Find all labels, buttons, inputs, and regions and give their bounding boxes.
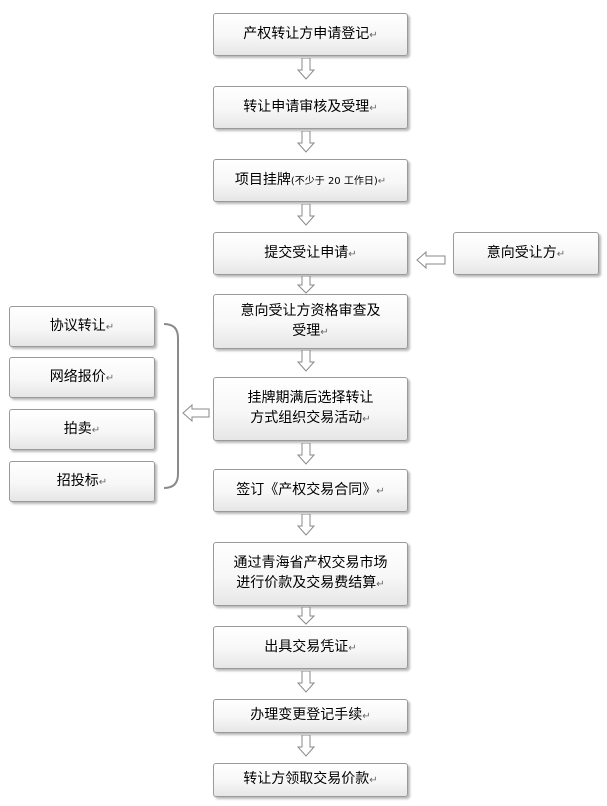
down-arrow-9	[297, 671, 315, 693]
down-arrow-4	[297, 276, 315, 294]
left-arrow-transferee	[416, 251, 446, 269]
down-arrow-2	[297, 131, 315, 153]
paragraph-mark: ↵	[362, 711, 371, 722]
paragraph-mark: ↵	[320, 326, 329, 338]
left-arrow-methods	[182, 404, 210, 422]
down-arrow-6	[297, 443, 315, 465]
paragraph-mark: ↵	[556, 248, 566, 260]
down-arrow-1	[297, 58, 315, 80]
method-online-bid-text: 网络报价	[49, 368, 106, 385]
step-5-box: 意向受让方资格审查及受理↵	[213, 294, 408, 349]
method-tender-text: 招投标	[56, 472, 99, 489]
paragraph-mark: ↵	[348, 642, 357, 654]
step-5-text-line1: 意向受让方资格审查及	[240, 302, 381, 319]
down-arrow-7	[297, 514, 315, 536]
step-8-text-line2: 进行价款及交易费结算	[236, 575, 377, 591]
paragraph-mark: ↵	[105, 321, 115, 333]
paragraph-mark: ↵	[98, 476, 108, 488]
step-2-box: 转让申请审核及受理↵	[213, 86, 408, 129]
step-6-box: 挂牌期满后选择转让方式组织交易活动↵	[213, 377, 408, 441]
down-arrow-3	[297, 204, 315, 226]
step-4-box: 提交受让申请↵	[213, 232, 408, 275]
step-3-note: (不少于 20 工作日)	[290, 175, 378, 187]
paragraph-mark: ↵	[369, 29, 378, 41]
step-3-text: 项目挂牌	[234, 171, 291, 188]
step-8-text-line1: 通过青海省产权交易市场	[233, 555, 388, 571]
down-arrow-8	[297, 607, 315, 625]
paragraph-mark: ↵	[376, 485, 385, 497]
methods-bracket	[163, 323, 179, 489]
step-9-box: 出具交易凭证↵	[213, 626, 408, 669]
down-arrow-10	[297, 735, 315, 757]
intended-transferee-text: 意向受让方	[486, 244, 557, 261]
method-tender-box: 招投标↵	[9, 461, 155, 502]
step-1-box: 产权转让方申请登记↵	[213, 13, 408, 56]
step-6-text-line2: 方式组织交易活动	[250, 410, 363, 426]
intended-transferee-box: 意向受让方↵	[453, 232, 599, 275]
step-7-box: 签订《产权交易合同》↵	[213, 469, 408, 512]
paragraph-mark: ↵	[377, 175, 387, 187]
step-10-box: 办理变更登记手续↵	[213, 699, 408, 733]
step-3-box: 项目挂牌(不少于 20 工作日)↵	[213, 159, 408, 202]
paragraph-mark: ↵	[369, 775, 378, 786]
step-11-box: 转让方领取交易价款↵	[213, 763, 408, 797]
step-4-text: 提交受让申请	[264, 244, 349, 261]
paragraph-mark: ↵	[105, 372, 115, 384]
step-6-text-line1: 挂牌期满后选择转让	[247, 390, 374, 406]
step-9-text: 出具交易凭证	[264, 638, 349, 655]
step-7-text: 签订《产权交易合同》	[236, 481, 377, 498]
method-auction-text: 拍卖	[63, 420, 92, 437]
step-1-text: 产权转让方申请登记	[243, 25, 370, 42]
paragraph-mark: ↵	[369, 102, 378, 114]
method-agreement-box: 协议转让↵	[9, 306, 155, 347]
paragraph-mark: ↵	[348, 248, 357, 260]
step-10-text: 办理变更登记手续	[250, 707, 363, 723]
paragraph-mark: ↵	[376, 579, 385, 590]
method-agreement-text: 协议转让	[49, 317, 106, 334]
step-2-text: 转让申请审核及受理	[243, 98, 370, 115]
step-11-text: 转让方领取交易价款	[243, 771, 370, 787]
step-5-text-line2: 受理	[292, 322, 321, 339]
method-online-bid-box: 网络报价↵	[9, 357, 155, 398]
paragraph-mark: ↵	[91, 424, 101, 436]
paragraph-mark: ↵	[362, 414, 371, 425]
step-8-box: 通过青海省产权交易市场进行价款及交易费结算↵	[213, 542, 408, 606]
method-auction-box: 拍卖↵	[9, 409, 155, 450]
down-arrow-5	[297, 350, 315, 372]
